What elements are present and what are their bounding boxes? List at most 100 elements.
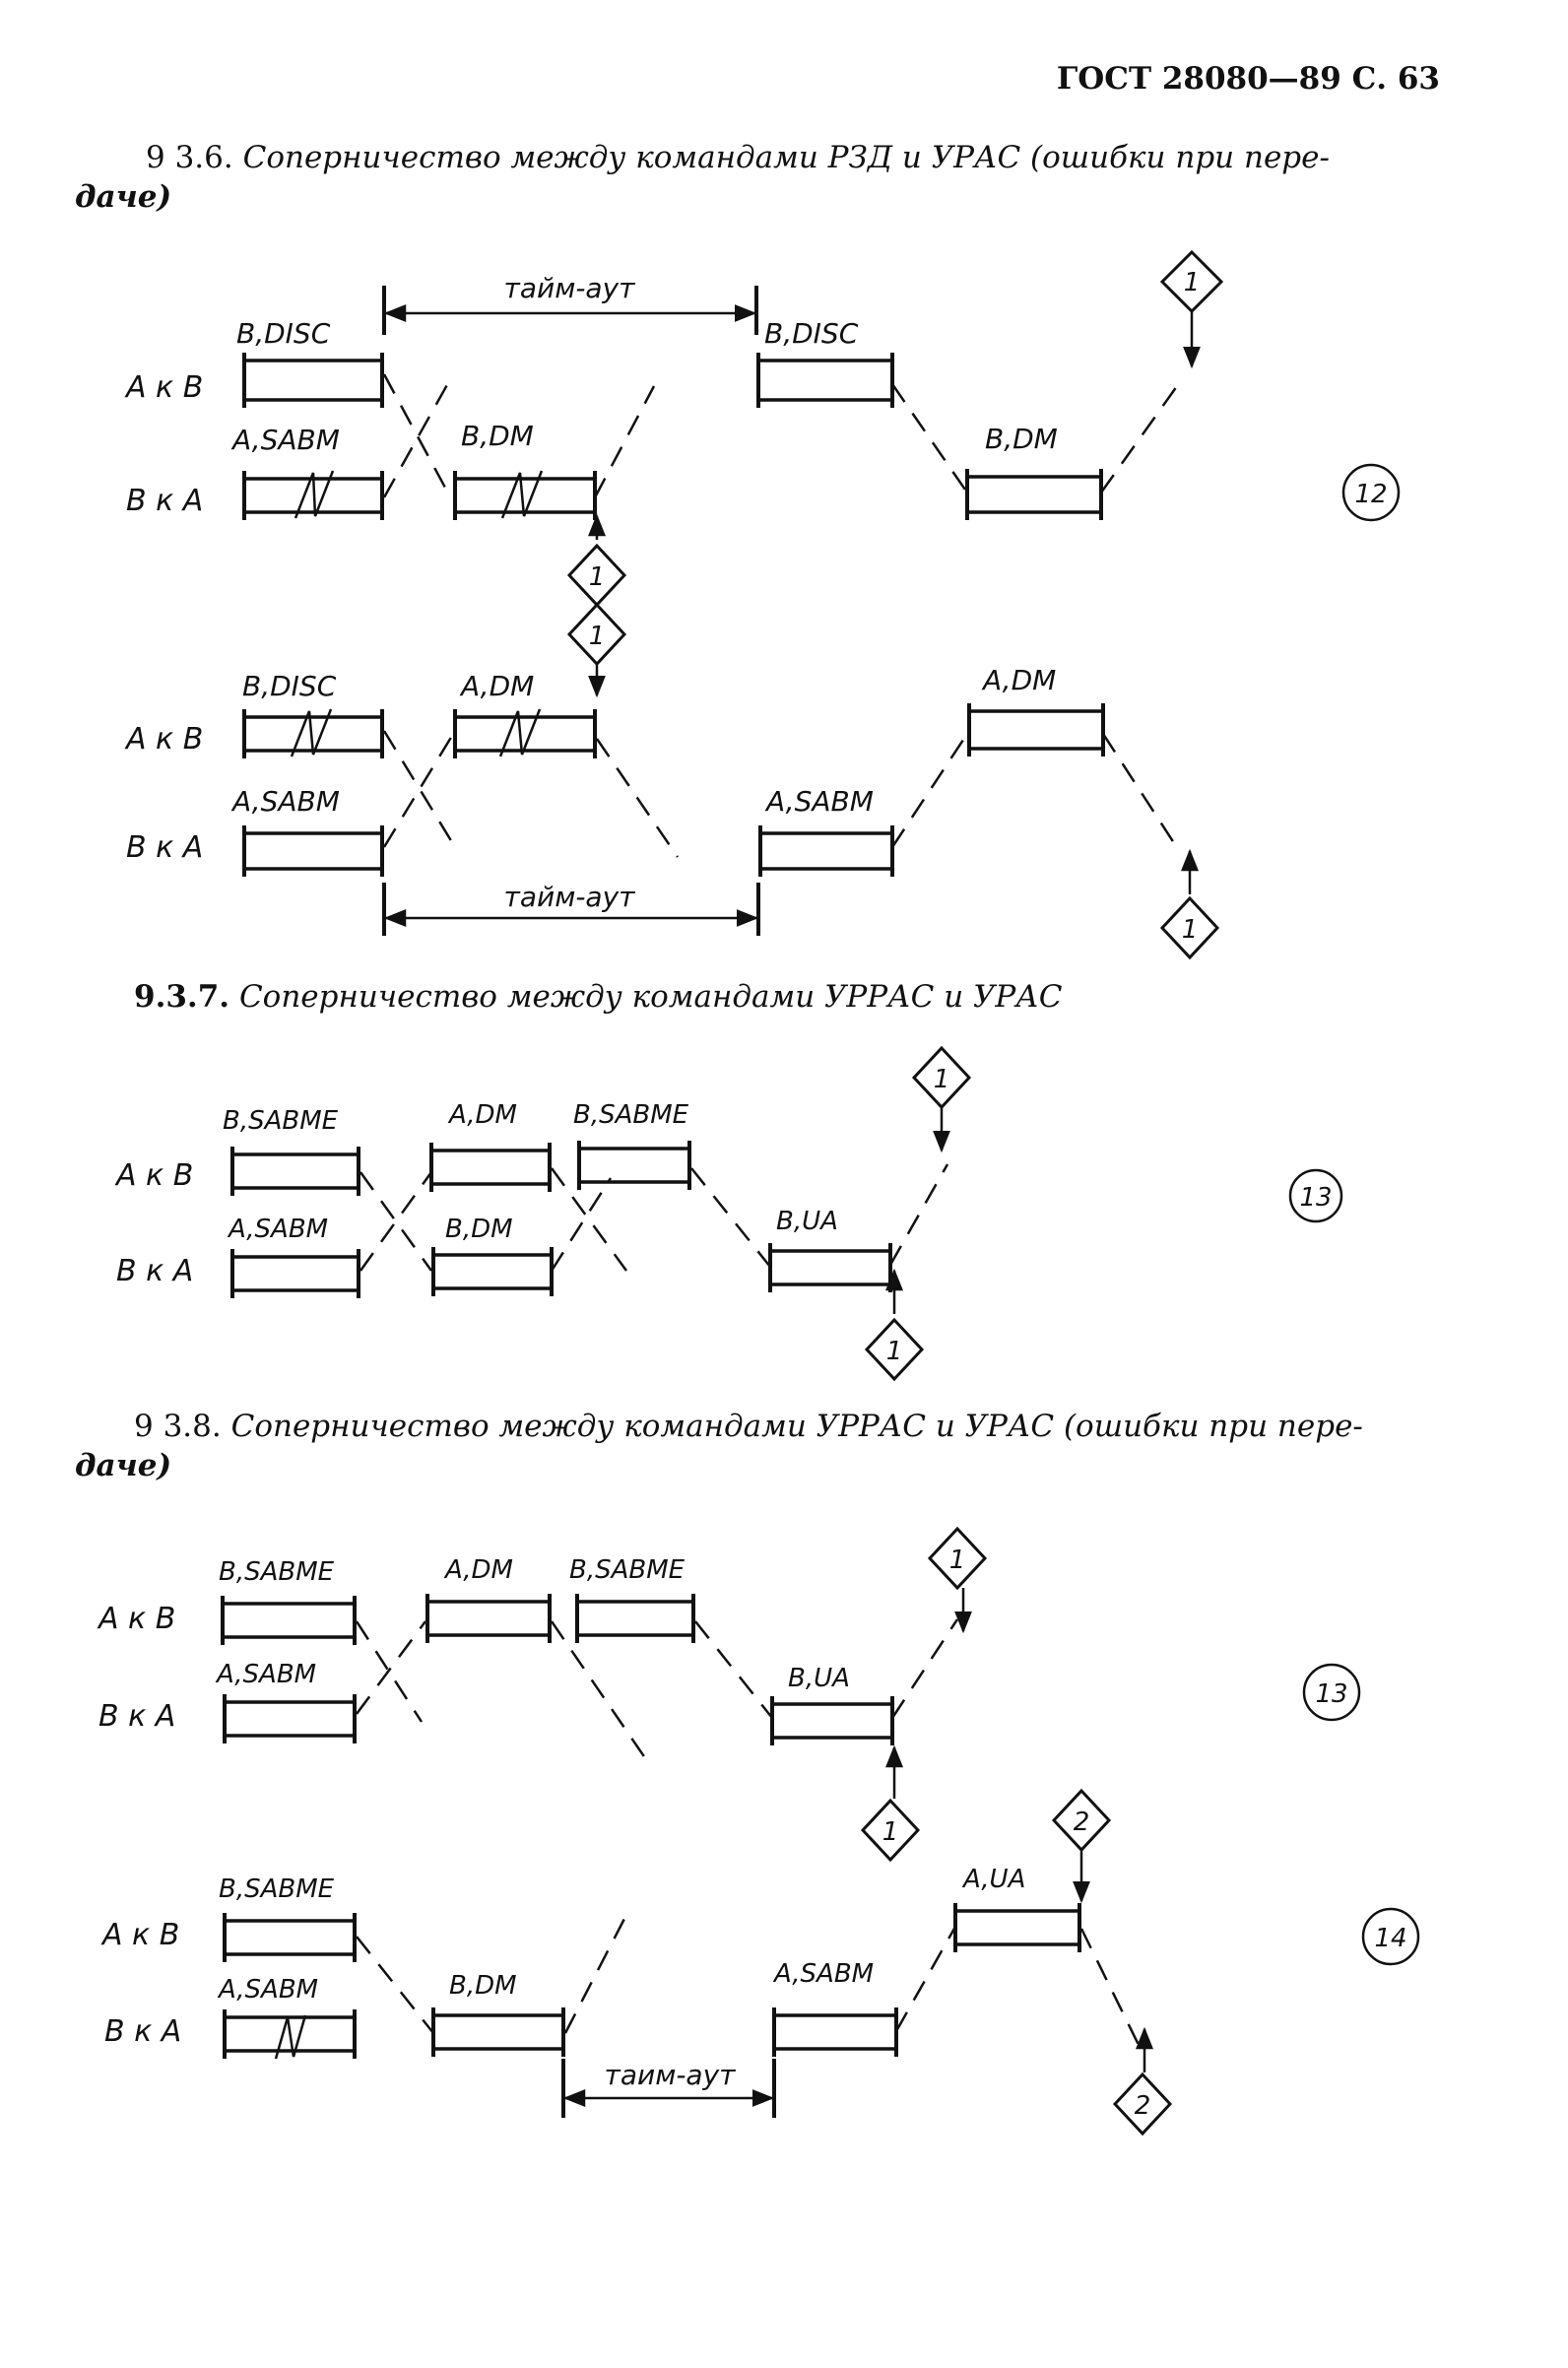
section-title: Соперничество между командами РЗД и УРАС… <box>242 140 1330 175</box>
frame-a-sabm <box>772 2013 898 2051</box>
diagram-number-circle <box>1361 1907 1420 1966</box>
marker-label: 1 <box>886 1337 903 1366</box>
frame-b-sabme <box>575 1600 695 1637</box>
frame-label: B,DM <box>985 423 1058 455</box>
timeout-label: тайм-аут <box>504 881 636 913</box>
frame-label: B,DISC <box>236 317 331 350</box>
frame-label: B,DISC <box>764 317 859 350</box>
frame-b-disc <box>756 359 894 402</box>
frame-label: B,UA <box>788 1664 850 1693</box>
diagram-number: 13 <box>1315 1679 1347 1709</box>
frame-label: A,UA <box>961 1865 1025 1894</box>
frame-label: A,DM <box>981 664 1056 696</box>
section-title: Соперничество между командами УРРАС и УР… <box>230 1409 1363 1444</box>
row-label-a-to-b: А к В <box>124 722 203 756</box>
page-header: ГОСТ 28080—89 С. 63 <box>1056 61 1440 97</box>
frame-label: B,SABME <box>569 1555 686 1585</box>
section-number: 9 3.6. <box>146 140 233 175</box>
error-mark <box>294 470 335 519</box>
frame-b-dm <box>431 1253 554 1290</box>
frame-label: B,DM <box>445 1215 513 1244</box>
diagram-13-a: А к В В к А B,SABME A,DM B,SABME A,SABM … <box>114 1045 1343 1382</box>
frame-b-sabme <box>221 1602 357 1639</box>
frame-a-sabm <box>230 1255 360 1292</box>
frame-label: B,SABME <box>223 1106 339 1136</box>
frame-b-disc <box>242 359 384 402</box>
diagram-12-part-2: А к В В к А B,DISC A,DM A,SABM A,SABM A,… <box>124 664 1220 960</box>
frame-label: A,DM <box>443 1555 513 1585</box>
section-title-cont: даче) <box>75 1448 172 1483</box>
frame-b-dm-error <box>453 477 597 514</box>
frame-label: A,SABM <box>764 785 874 818</box>
diagram-number-circle <box>1288 1168 1343 1223</box>
frame-a-sabm <box>758 831 894 871</box>
frame-label: B,DM <box>461 420 534 452</box>
marker-label: 1 <box>882 1817 899 1847</box>
diagram-number: 12 <box>1354 480 1387 509</box>
frame-label: B,SABME <box>219 1875 335 1904</box>
frame-a-dm <box>967 709 1105 751</box>
marker-label: 2 <box>1135 2091 1151 2121</box>
frame-a-ua <box>953 1909 1081 1946</box>
row-label-b-to-a: В к А <box>126 484 203 518</box>
diagram-number: 13 <box>1299 1183 1332 1213</box>
section-number: 9.3.7. <box>134 979 230 1015</box>
row-label-b-to-a: В к А <box>104 2014 181 2049</box>
row-label-b-to-a: В к А <box>126 830 203 865</box>
frame-a-dm <box>429 1149 552 1186</box>
diagram-13-b: А к В В к А B,SABME A,DM B,SABME A,SABM … <box>97 1526 1361 1863</box>
marker-diamond <box>927 1526 988 1591</box>
diagram-number-circle <box>1341 463 1401 522</box>
marker-label: 1 <box>1184 268 1201 297</box>
frame-b-sabme <box>223 1919 357 1956</box>
frame-b-dm <box>965 475 1103 514</box>
diagram-number-circle <box>1302 1663 1361 1722</box>
frame-label: B,SABME <box>219 1557 335 1587</box>
frame-label: A,SABM <box>230 785 340 818</box>
row-label-a-to-b: А к В <box>97 1602 175 1636</box>
section-9-3-8-heading: 9 3.8. Соперничество между командами УРР… <box>75 1407 1434 1485</box>
section-title-cont: даче) <box>75 179 172 215</box>
row-label-a-to-b: А к В <box>114 1158 193 1193</box>
frame-label: B,DM <box>449 1971 517 2001</box>
row-label-b-to-a: В к А <box>116 1254 193 1288</box>
section-9-3-7-heading: 9.3.7. Соперничество между командами УРР… <box>75 977 1493 1017</box>
frame-label: A,SABM <box>227 1215 328 1244</box>
row-label-a-to-b: А к В <box>124 370 203 405</box>
marker-label: 1 <box>589 622 606 651</box>
section-number: 9 3.8. <box>134 1409 222 1444</box>
marker-label: 2 <box>1074 1808 1090 1837</box>
marker-label: 1 <box>949 1546 966 1575</box>
marker-label: 1 <box>1182 915 1199 945</box>
row-label-a-to-b: А к В <box>100 1918 179 1952</box>
error-mark <box>290 708 333 757</box>
frame-label: A,SABM <box>217 1975 318 2005</box>
marker-diamond <box>864 1317 925 1382</box>
marker-label: 1 <box>934 1065 950 1094</box>
frame-a-dm <box>425 1600 552 1637</box>
timeout-label: тайм-аут <box>504 272 636 304</box>
marker-label: 1 <box>589 562 606 592</box>
diagram-number: 14 <box>1374 1924 1406 1953</box>
frame-b-dm <box>431 2013 565 2051</box>
frame-label: A,SABM <box>772 1959 874 1989</box>
row-label-b-to-a: В к А <box>98 1699 175 1734</box>
frame-label: A,DM <box>459 670 534 702</box>
error-mark <box>274 2014 307 2060</box>
error-mark <box>498 708 542 757</box>
frame-label: A,SABM <box>230 424 340 456</box>
diagram-12: тайм-аут А к В В к А B,DISC B,DISC A,SAB… <box>124 249 1401 698</box>
diagram-14: А к В В к А B,SABME A,SABM B,DM A,SABM A… <box>100 1788 1420 2137</box>
frame-a-sabm <box>223 1700 357 1738</box>
marker-diamond <box>860 1798 921 1863</box>
frame-label: A,SABM <box>215 1660 316 1689</box>
frame-b-sabme <box>577 1147 691 1184</box>
marker-diamond <box>1112 2072 1173 2137</box>
section-title: Соперничество между командами УРРАС и УР… <box>238 979 1063 1015</box>
frame-label: B,DISC <box>242 670 337 702</box>
section-9-3-6-heading: 9 3.6. Соперничество между командами РЗД… <box>75 138 1434 217</box>
frame-b-sabme <box>230 1152 360 1190</box>
error-mark <box>500 470 544 519</box>
frame-b-ua <box>770 1702 894 1740</box>
